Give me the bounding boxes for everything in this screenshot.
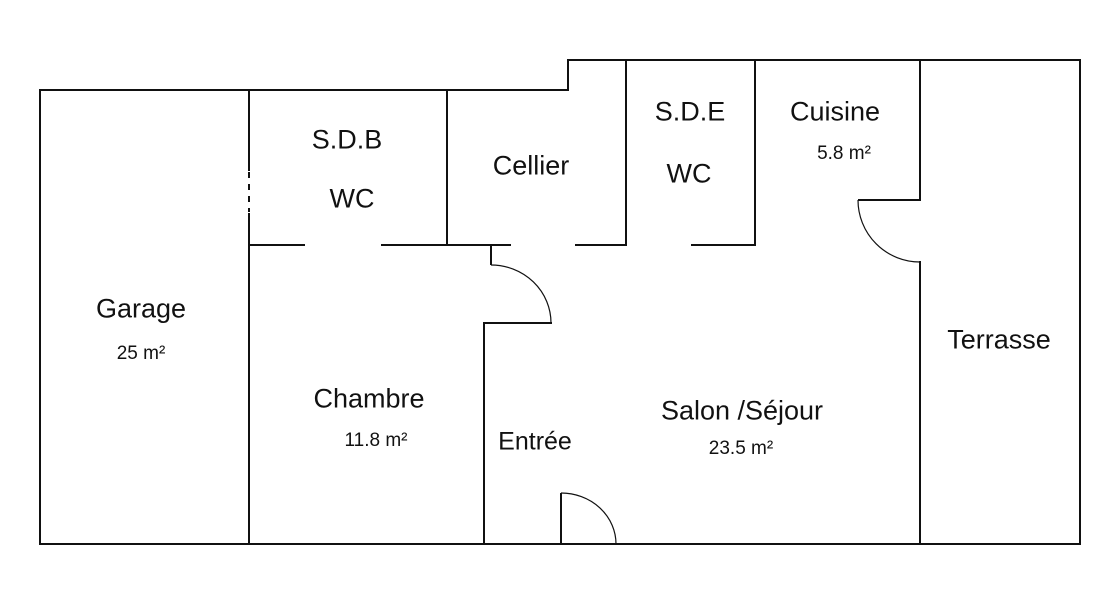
sde-label: S.D.E (654, 96, 726, 127)
door-salon-bottom (560, 492, 617, 545)
entree-label: Entrée (498, 427, 572, 456)
chambre-area: 11.8 m² (344, 430, 408, 451)
sde-wc-label: WC (666, 158, 712, 189)
salon-area: 23.5 m² (708, 438, 774, 459)
window-openings (248, 172, 804, 545)
cellier-label: Cellier (492, 150, 570, 181)
cuisine-label: Cuisine (789, 96, 881, 127)
interior-walls (248, 59, 921, 545)
salon-label: Salon /Séjour (660, 395, 824, 426)
cuisine-area: 5.8 m² (817, 143, 871, 164)
outer-walls (39, 59, 1081, 545)
terrasse-label: Terrasse (947, 324, 1051, 355)
sdb-wc-label: WC (329, 183, 375, 214)
chambre-label: Chambre (313, 383, 425, 414)
garage-area: 25 m² (116, 343, 166, 364)
door-cuisine (857, 199, 921, 263)
garage-label: Garage (95, 293, 187, 324)
door-entree-top (483, 245, 552, 324)
sdb-label: S.D.B (311, 124, 383, 155)
